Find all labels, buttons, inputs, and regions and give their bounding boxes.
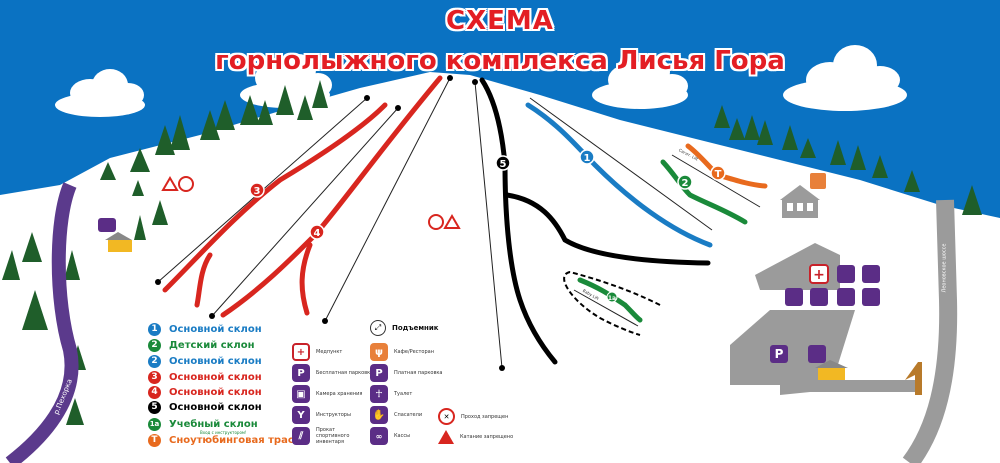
legend-instructors: Y Инструкторы — [292, 406, 351, 424]
slope-label: Основной склон — [169, 323, 262, 335]
slope-badge: 3 — [148, 370, 161, 384]
lift-stations — [155, 75, 505, 371]
ticket-houses — [105, 232, 922, 395]
toilet-icon: ☥ — [370, 385, 388, 403]
legend-lift: ⤢ Подъемник — [370, 320, 439, 336]
svg-text:1: 1 — [584, 153, 591, 164]
service-label: Медпункт — [316, 349, 343, 355]
service-label: Кафе/Ресторан — [394, 349, 434, 355]
svg-text:P: P — [775, 347, 784, 361]
lifts — [157, 77, 761, 369]
storage-icon: ▣ — [292, 385, 310, 403]
legend-toilet: ☥ Туалет — [370, 385, 412, 403]
slope-label: Основной склон — [169, 386, 262, 398]
slope-label: Основной склон — [169, 401, 262, 413]
map-title-line2: горнолыжного комплекса Лисья Гора — [215, 46, 785, 76]
highway-leonovskoe — [902, 199, 958, 463]
prohibition-signs — [161, 176, 461, 230]
cafe-icon: ψ — [370, 343, 388, 361]
service-label: Платная парковка — [394, 370, 443, 376]
slope-markers: 3 4 5 1 2 T 1a — [249, 149, 726, 303]
slope-badge: 1a — [148, 417, 161, 431]
slope-badge: T — [148, 433, 161, 447]
trees — [2, 80, 982, 425]
slope-badge: 5 — [148, 400, 161, 414]
base-service-icons: + P — [98, 218, 880, 363]
service-label: Камера хранения — [316, 391, 363, 397]
paid-parking-icon: P — [370, 364, 388, 382]
legend-rental: ⫽ Прокат спортивного инвентаря — [292, 427, 366, 445]
slope-badge: 1 — [148, 322, 161, 336]
svg-text:5: 5 — [500, 159, 507, 170]
slope-label: Основной склон — [169, 355, 262, 367]
service-label: Инструкторы — [316, 412, 351, 418]
instructor-icon: Y — [292, 406, 310, 424]
legend-storage: ▣ Камера хранения — [292, 385, 362, 403]
svg-text:3: 3 — [254, 186, 261, 197]
service-label: Бесплатная парковка — [316, 370, 374, 376]
first-aid-icon: + — [292, 343, 310, 361]
highway-label: Леоновское шоссе — [941, 243, 948, 293]
cloud-right-center — [592, 56, 688, 109]
slope-label: Детский склон — [169, 339, 255, 351]
free-parking-icon: P — [292, 364, 310, 382]
slope-1a-note: Вход с инструктором! — [200, 430, 247, 435]
legend-slope-2: 2 Основной склон — [148, 354, 262, 368]
beginner-area-outline — [563, 270, 661, 336]
svg-text:1a: 1a — [608, 295, 616, 302]
service-label: Туалет — [394, 391, 413, 397]
no-skiing-icon — [438, 430, 454, 444]
slope-badge: 4 — [148, 385, 161, 399]
service-label: Спасатели — [394, 412, 423, 418]
legend-ticket-office: ∞ Кассы — [370, 427, 410, 445]
slope-label: Основной склон — [169, 371, 262, 383]
legend-first-aid: + Медпункт — [292, 343, 342, 361]
legend-no-skiing: Катание запрещено — [438, 430, 513, 444]
legend-no-passage: ✕ Проход запрещен — [438, 408, 508, 425]
legend-slope-1: 1 Основной склон — [148, 322, 262, 336]
cafe-gazebo — [780, 173, 826, 218]
cloud-left — [55, 69, 145, 117]
service-label: Прокат спортивного инвентаря — [316, 427, 350, 445]
slope-label: Сноутюбинговая трасса — [169, 434, 307, 446]
svg-text:T: T — [715, 169, 722, 180]
prohibition-label: Проход запрещен — [461, 413, 509, 420]
legend-rescuers: ✋ Спасатели — [370, 406, 422, 424]
legend-slope-4: 4 Основной склон — [148, 385, 262, 399]
rental-icon: ⫽ — [292, 427, 310, 445]
lift-icon: ⤢ — [370, 320, 386, 336]
ticket-office-icon: ∞ — [370, 427, 388, 445]
map-title-line1: СХЕМА — [446, 6, 554, 36]
rescuer-icon: ✋ — [370, 406, 388, 424]
legend-slope-5: 5 Основной склон — [148, 400, 262, 414]
svg-text:+: + — [813, 267, 825, 283]
legend-free-parking: P Бесплатная парковка — [292, 364, 373, 382]
lift-legend-label: Подъемник — [392, 324, 439, 332]
legend-slope-2-kids: 2 Детский склон — [148, 338, 255, 352]
svg-text:2: 2 — [682, 178, 689, 189]
prohibition-label: Катание запрещено — [460, 434, 514, 440]
slope-badge: 2 — [148, 354, 161, 368]
cloud-right — [783, 45, 907, 111]
legend-paid-parking: P Платная парковка — [370, 364, 442, 382]
legend-slope-1a: 1a Учебный склон — [148, 417, 258, 431]
river-pekhorka — [5, 182, 79, 463]
svg-text:4: 4 — [314, 228, 321, 239]
legend-cafe: ψ Кафе/Ресторан — [370, 343, 434, 361]
service-label: Кассы — [394, 433, 411, 439]
slope-label: Учебный склон — [169, 418, 258, 430]
slope-badge: 2 — [148, 338, 161, 352]
legend-slope-tubing: T Сноутюбинговая трасса — [148, 433, 306, 447]
no-passage-icon: ✕ — [438, 408, 455, 425]
legend-slope-3: 3 Основной склон — [148, 370, 262, 384]
